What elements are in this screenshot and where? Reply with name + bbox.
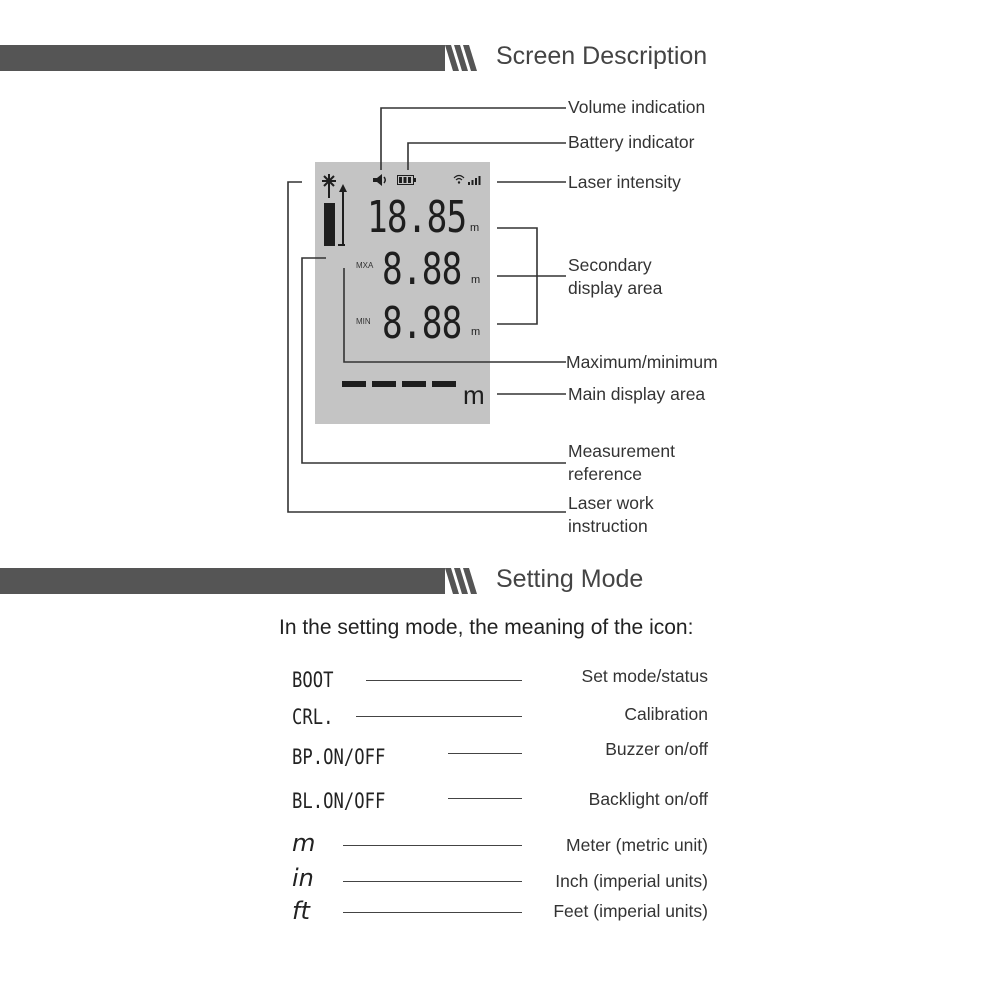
main-unit: m — [463, 380, 485, 410]
meaning-calibration: Calibration — [624, 704, 708, 724]
callout-secondary-2: display area — [568, 278, 663, 298]
meaning-inch: Inch (imperial units) — [555, 871, 708, 891]
max-reading: 8.88 — [382, 244, 462, 295]
row-line — [343, 912, 522, 913]
row-line — [356, 716, 522, 717]
callout-lines — [287, 107, 566, 513]
section-header-bar — [0, 568, 445, 594]
measurement-reference-icon — [324, 184, 347, 246]
battery-icon — [397, 175, 416, 185]
main-dashes — [342, 381, 456, 387]
callout-secondary-1: Secondary — [568, 255, 652, 275]
code-backlight: BL.ON/OFF — [292, 789, 386, 813]
section-title-screen: Screen Description — [496, 42, 708, 70]
section-title-setting: Setting Mode — [496, 565, 644, 593]
primary-reading: 18.85 — [367, 192, 467, 243]
section-header-bar — [0, 45, 445, 71]
header-stripes-icon — [445, 45, 477, 71]
primary-unit: m — [470, 222, 480, 234]
setting-intro: In the setting mode, the meaning of the … — [279, 616, 694, 639]
code-boot: BOOT — [292, 668, 334, 692]
code-feet: ft — [292, 897, 310, 925]
callout-reference-1: Measurement — [568, 441, 675, 461]
meaning-backlight: Backlight on/off — [588, 789, 708, 809]
meaning-buzzer: Buzzer on/off — [605, 739, 708, 759]
volume-icon — [373, 174, 386, 186]
header-stripes-icon — [445, 568, 477, 594]
row-line — [448, 798, 522, 799]
callout-maxmin: Maximum/minimum — [566, 352, 718, 372]
meaning-feet: Feet (imperial units) — [553, 901, 708, 921]
callout-laser-intensity: Laser intensity — [568, 172, 681, 192]
laser-intensity-icon — [453, 174, 481, 185]
code-inch: in — [292, 864, 314, 892]
min-label: MIN — [356, 317, 371, 326]
callout-laser-work-1: Laser work — [568, 493, 654, 513]
lcd-screen: 18.85 m MXA 8.88 m MIN 8.88 m m — [315, 162, 490, 424]
callout-volume: Volume indication — [568, 97, 706, 117]
max-unit: m — [471, 274, 481, 286]
callout-main-display: Main display area — [568, 384, 706, 404]
min-unit: m — [471, 326, 481, 338]
code-buzzer: BP.ON/OFF — [292, 745, 386, 769]
callout-laser-work-2: instruction — [568, 516, 648, 536]
row-line — [448, 753, 522, 754]
callout-reference-2: reference — [568, 464, 642, 484]
max-label: MXA — [356, 261, 374, 270]
meaning-set-mode: Set mode/status — [581, 666, 708, 686]
code-calibration: CRL. — [292, 705, 334, 729]
row-line — [343, 845, 522, 846]
code-meter: m — [292, 829, 316, 857]
row-line — [366, 680, 522, 681]
laser-burst-icon — [322, 174, 336, 188]
meaning-meter: Meter (metric unit) — [566, 835, 708, 855]
callout-battery: Battery indicator — [568, 132, 695, 152]
min-reading: 8.88 — [382, 298, 462, 349]
row-line — [343, 881, 522, 882]
